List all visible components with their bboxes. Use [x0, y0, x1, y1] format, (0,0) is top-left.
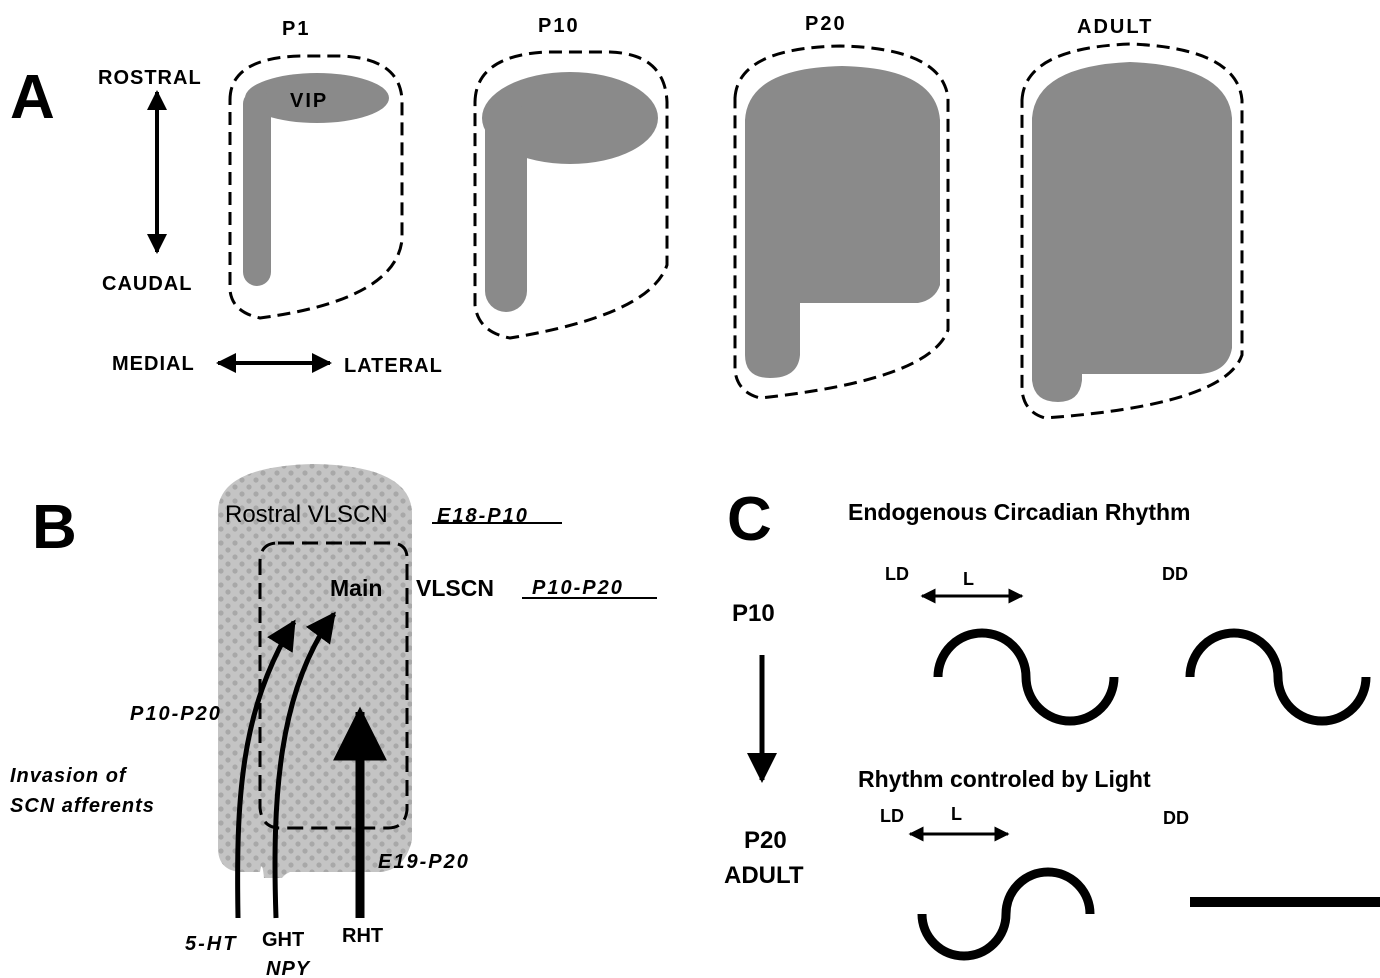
axis-caudal-label: CAUDAL — [102, 273, 192, 295]
rht-period-label: E19-P20 — [378, 851, 470, 873]
p20-fill — [745, 66, 940, 378]
stage-adult-c-label: ADULT — [724, 862, 804, 889]
ld-label-top: LD — [885, 564, 909, 584]
ld-light-entrained-wave — [922, 872, 1090, 956]
light-label-bottom: L — [951, 804, 962, 824]
ld-endogenous-wave — [938, 633, 1114, 721]
axis-lateral-label: LATERAL — [344, 355, 443, 377]
stage-p1-label: P1 — [282, 18, 310, 40]
ld-label-bottom: LD — [880, 806, 904, 826]
main-vlscn-period: P10-P20 — [532, 577, 624, 599]
npy-label: NPY — [266, 958, 311, 978]
light-label-top: L — [963, 569, 974, 589]
stage-p1-diagram: P1 VIP — [230, 18, 402, 318]
stage-p10-diagram: P10 — [475, 15, 667, 338]
main-vlscn-label: VLSCN — [416, 575, 494, 601]
panel-b: B Rostral VLSCN E18-P10 Main VLSCN P10-P… — [10, 464, 657, 978]
dd-endogenous-wave — [1190, 633, 1366, 721]
invasion-label-line2: SCN afferents — [10, 795, 155, 817]
invasion-label-line1: Invasion of — [10, 765, 128, 787]
panel-c: C Endogenous Circadian Rhythm LD L DD P1… — [724, 485, 1380, 956]
stage-p10-c-label: P10 — [732, 600, 775, 627]
ght-label: GHT — [262, 929, 304, 951]
p10-medial-strip — [485, 100, 527, 312]
dd-label-top: DD — [1162, 564, 1188, 584]
main-label: Main — [330, 575, 382, 601]
axis-medial-label: MEDIAL — [112, 353, 195, 375]
stage-p20-label: P20 — [805, 13, 847, 35]
dd-label-bottom: DD — [1163, 808, 1189, 828]
panel-c-letter: C — [727, 485, 772, 554]
stage-adult-label: ADULT — [1077, 16, 1153, 38]
afferent-period-label: P10-P20 — [130, 703, 222, 725]
rht-label: RHT — [342, 925, 383, 947]
light-controlled-rhythm-title: Rhythm controled by Light — [858, 766, 1151, 792]
panel-b-letter: B — [32, 493, 77, 562]
adult-fill — [1032, 62, 1232, 402]
vip-label: VIP — [290, 90, 328, 112]
endogenous-rhythm-title: Endogenous Circadian Rhythm — [848, 499, 1190, 525]
rostral-vlscn-label: Rostral VLSCN — [225, 501, 388, 528]
p1-medial-strip — [243, 90, 271, 286]
axis-rostral-label: ROSTRAL — [98, 67, 202, 89]
stage-p20-diagram: P20 — [735, 13, 948, 398]
panel-a-letter: A — [10, 63, 55, 132]
stage-p20-c-label: P20 — [744, 827, 787, 854]
stage-p10-label: P10 — [538, 15, 580, 37]
stage-adult-diagram: ADULT — [1022, 16, 1242, 418]
5ht-label: 5-HT — [185, 933, 237, 955]
panel-a: A ROSTRAL CAUDAL MEDIAL LATERAL P1 VIP P… — [10, 13, 1242, 418]
